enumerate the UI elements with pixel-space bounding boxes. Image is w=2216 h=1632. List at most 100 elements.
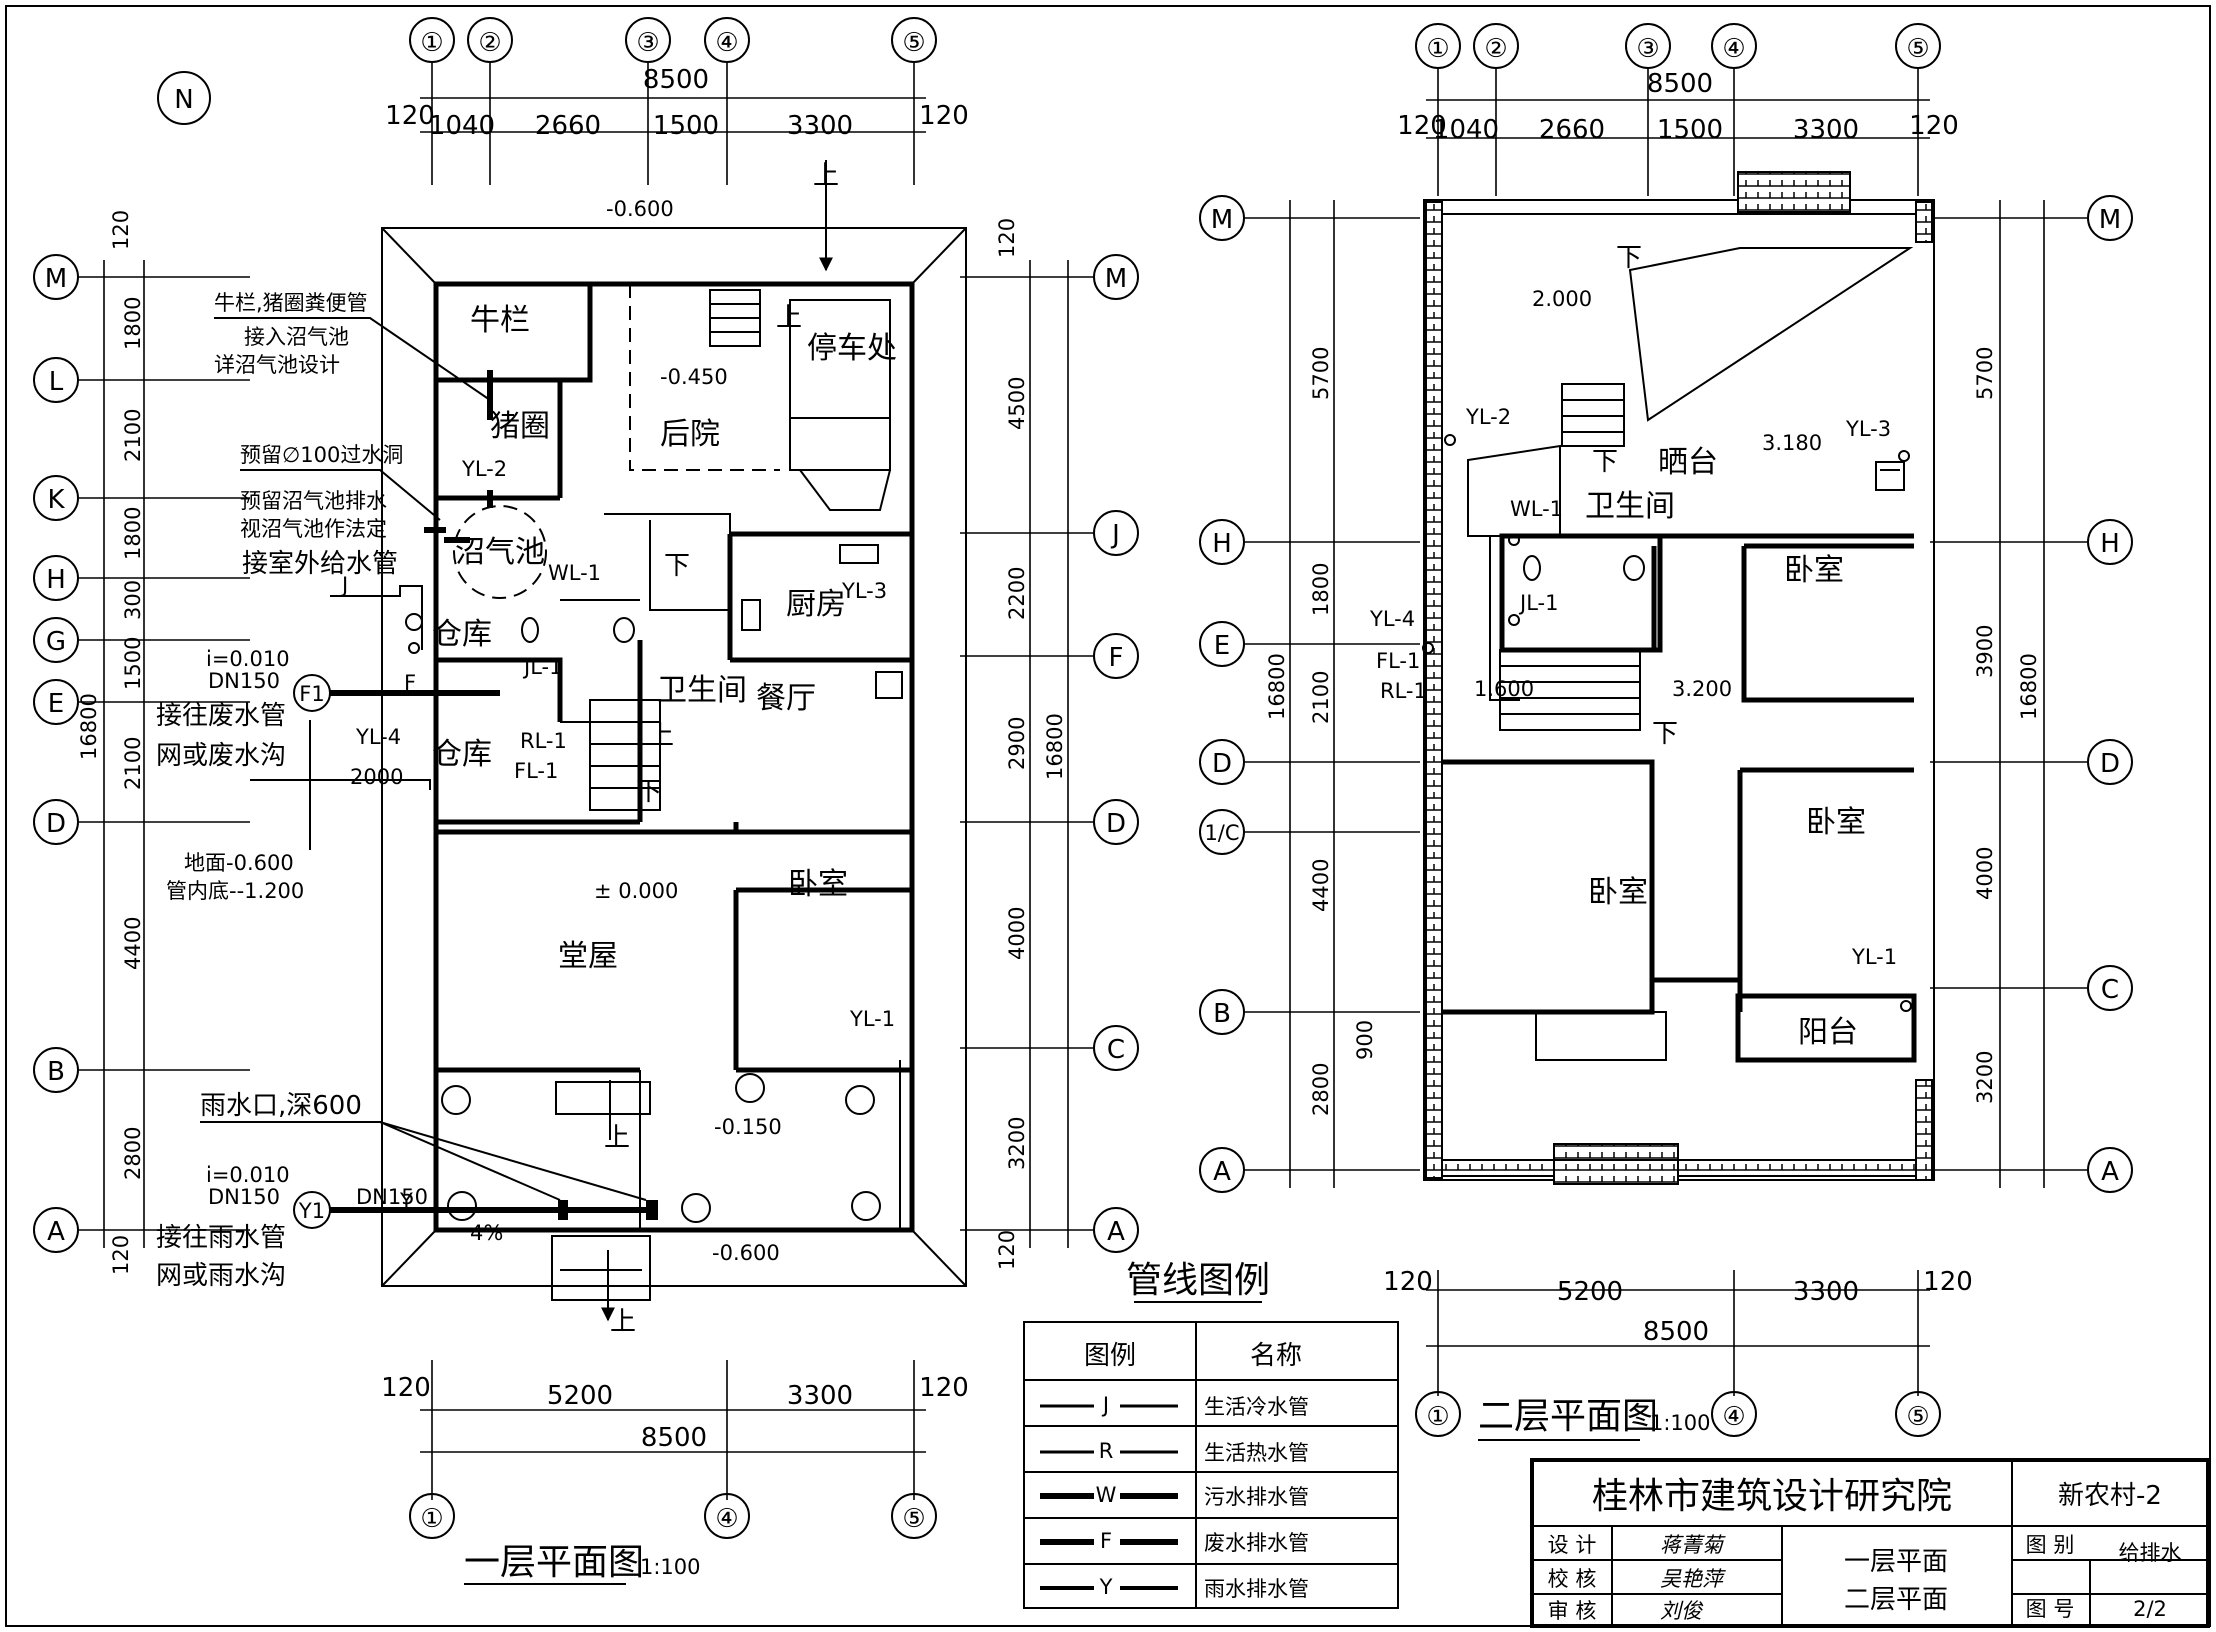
stair-steps [589,699,661,811]
room-label: 卧室 [1588,875,1648,910]
title-block: 桂林市建筑设计研究院 新农村-2 设 计 校 核 审 核 蒋菁菊 吴艳萍 刘俊 … [1530,1458,2210,1628]
axis-bubble: ⑤ [1906,34,1929,64]
room-label: 晒台 [1658,445,1718,480]
room-label: 沼气池 [455,535,545,570]
biogas-pit [453,505,547,599]
room-label: 仓库 [432,737,492,772]
rain-inlet-icon [558,1200,568,1220]
legend-title: 管线图例 [1126,1260,1270,1301]
axis-bubble: F [1109,643,1124,673]
axis-bubble: B [47,1057,65,1087]
dimension-text: 120 [1397,111,1447,141]
pipe-tag: JL-1 [1518,591,1558,615]
axis-bubble: ④ [1722,34,1745,64]
legend-code: W [1096,1483,1117,1507]
stair-direction: 上 [648,721,674,751]
dimension-text: 16800 [1265,653,1289,720]
axis-bubble: ① [1426,1402,1449,1432]
axis-bubble: A [1213,1157,1231,1187]
fridge-icon [875,671,903,699]
room-label: 餐厅 [756,681,816,716]
annotation-text: 视沼气池作法定 [240,517,387,541]
institute-name: 桂林市建筑设计研究院 [1592,1476,1952,1517]
plan-title: 一层平面图 [464,1542,644,1583]
dimension-text: 8500 [1647,69,1713,99]
axis-bubble: H [46,565,66,595]
axis-bubble: A [1107,1217,1125,1247]
dimension-text: 2200 [1005,567,1029,620]
dimension-text: 1500 [653,111,719,141]
legend-name: 废水排水管 [1204,1531,1309,1555]
dimension-text: 5200 [547,1381,613,1411]
level-mark: 2.000 [1532,287,1592,311]
drawing-content: 二层平面 [1844,1585,1948,1615]
annotation-text: 预留∅100过水洞 [240,443,403,467]
dimension-text: 120 [995,1230,1019,1270]
room-label: 阳台 [1798,1015,1858,1050]
entry-steps [551,1235,651,1301]
project-name: 新农村-2 [2058,1481,2162,1511]
annotation-text: 详沼气池设计 [214,353,340,377]
pipe-tag: RL-1 [1380,679,1427,703]
parapet-hatch [1425,201,1443,1179]
north-arrow-icon: N [157,71,211,125]
axis-bubble: G [46,627,66,657]
annotation-text: i=0.010 [206,1163,290,1187]
roof-step-hatch [1737,171,1851,213]
axis-bubble: E [1214,631,1230,661]
pipe-tag: YL-3 [841,579,887,603]
dimension-text: 120 [109,1235,133,1275]
pipe-tag: YL-4 [1369,607,1415,631]
drain-icon [1875,461,1905,491]
svg-text:N: N [174,85,193,115]
axis-bubble: A [2101,1157,2119,1187]
axis-bubble: ③ [636,28,659,58]
dimension-text: 3300 [1793,1277,1859,1307]
dimension-text: 120 [381,1373,431,1403]
sheet-border [5,5,2211,1627]
dimension-text: 120 [919,101,969,131]
stove-icon [839,544,879,564]
dimension-text: 1500 [121,637,145,690]
dimension-text: 8500 [643,65,709,95]
dimension-text: 8500 [1643,1317,1709,1347]
room-label: 堂屋 [558,939,618,974]
dimension-text: 120 [1383,1267,1433,1297]
legend-name: 污水排水管 [1204,1485,1309,1509]
annotation-text: 管内底--1.200 [166,879,304,903]
dimension-text: 4400 [121,917,145,970]
room-label: 厨房 [786,587,846,622]
pipe-tag: FL-1 [1376,649,1420,673]
dimension-text: 120 [919,1373,969,1403]
plan1-left-axes: M L K H G E D B A 120 1800 2100 1800 300… [33,210,250,1275]
field-value: 给排水 [2119,1541,2182,1565]
rain-inlet-icon [646,1200,658,1220]
axis-bubble: ① [1426,34,1449,64]
field-label: 设 计 [1548,1533,1597,1557]
plan1-right-axes: M J F D C A 120 4500 2200 2900 4000 3200… [960,218,1139,1270]
annotation-text: DN150 [356,1185,428,1209]
pipe-tag: WL-1 [548,561,601,585]
stair-steps [709,289,761,347]
stair-steps [1499,649,1641,731]
axis-bubble: ⑤ [1906,1402,1929,1432]
dimension-text: 2660 [535,111,601,141]
field-label: 校 核 [1548,1567,1597,1591]
legend-name: 生活冷水管 [1204,1395,1309,1419]
annotation-text: i=0.010 [206,647,290,671]
annotation-text: 牛栏,猪圈粪便管 [214,291,368,315]
legend-name: 雨水排水管 [1204,1577,1309,1601]
dimension-text: 1040 [429,111,495,141]
room-label: 牛栏 [470,303,530,338]
legend-code: R [1099,1439,1114,1463]
dimension-text: 5700 [1973,347,1997,400]
dimension-text: 5200 [1557,1277,1623,1307]
roof-slope [1628,247,1914,422]
axis-bubble: ① [420,1504,443,1534]
dimension-text: 3300 [1793,115,1859,145]
dimension-text: 2660 [1539,115,1605,145]
axis-bubble: ⑤ [902,28,925,58]
pipe-tag: JL-1 [522,655,562,679]
stair-direction: 下 [1616,243,1642,273]
upper-toilet-wall [1499,533,1663,653]
